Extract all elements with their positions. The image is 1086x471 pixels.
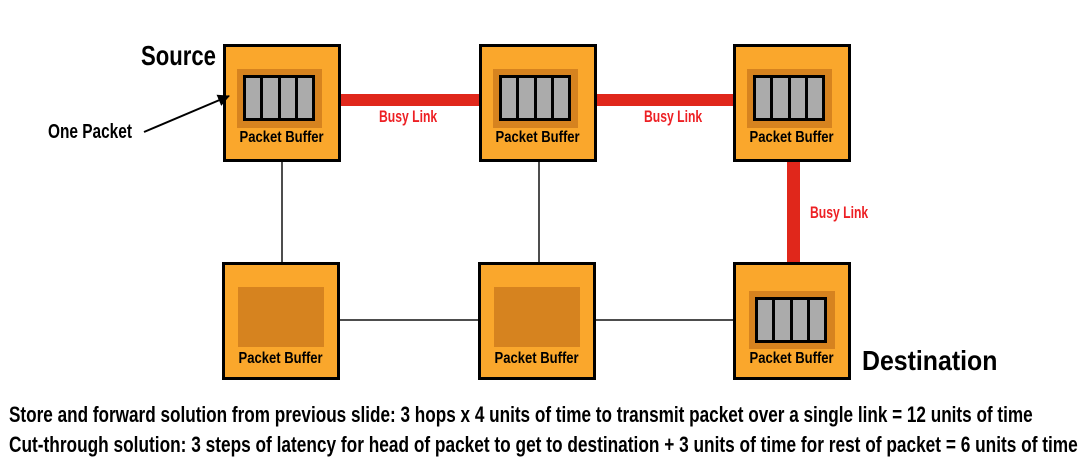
packet-buffer	[749, 291, 835, 349]
packet-slot	[519, 78, 534, 118]
busy-link-bar-topleft-topmiddle	[339, 94, 481, 106]
packet-slot	[280, 78, 295, 118]
packet-slots	[499, 75, 571, 121]
packet-slot	[807, 78, 822, 118]
router-node-bottom-middle: Packet Buffer	[478, 262, 596, 380]
packet-slot	[553, 78, 568, 118]
caption-cut-through: Cut-through solution: 3 steps of latency…	[9, 432, 1078, 457]
router-node-top-right: Packet Buffer	[733, 44, 851, 162]
idle-link-line-topmiddle-bottommiddle	[538, 162, 540, 263]
packet-slot	[773, 78, 788, 118]
source-label: Source	[141, 40, 216, 71]
idle-link-line-bottommiddle-bottomright	[595, 319, 734, 321]
packet-slot	[792, 300, 807, 340]
one-packet-label: One Packet	[48, 121, 132, 143]
packet-slot	[263, 78, 278, 118]
idle-link-line-bottomleft-bottommiddle	[340, 319, 479, 321]
packet-buffer	[747, 69, 832, 128]
packet-slot	[756, 78, 771, 118]
destination-label: Destination	[862, 345, 998, 376]
packet-buffer-label: Packet Buffer	[749, 129, 835, 146]
packet-buffer-empty	[494, 287, 580, 347]
packet-slots	[243, 75, 315, 121]
packet-slot	[246, 78, 261, 118]
router-node-bottom-right-destination: Packet Buffer	[733, 262, 851, 380]
packet-slot	[758, 300, 773, 340]
packet-buffer-empty	[238, 287, 324, 347]
packet-slots	[753, 75, 825, 121]
packet-slot	[790, 78, 805, 118]
busy-link-bar-topmiddle-topright	[595, 94, 735, 106]
packet-buffer-label: Packet Buffer	[494, 350, 580, 367]
busy-link-label-2: Busy Link	[644, 107, 703, 126]
router-node-bottom-left: Packet Buffer	[222, 262, 340, 380]
packet-slot	[536, 78, 551, 118]
packet-slot	[502, 78, 517, 118]
busy-link-bar-topright-bottomright	[787, 161, 800, 264]
idle-link-line-topleft-bottomleft	[281, 162, 283, 263]
packet-slots	[755, 297, 827, 343]
packet-buffer	[493, 69, 578, 128]
packet-slot	[809, 300, 824, 340]
router-node-top-middle: Packet Buffer	[479, 44, 597, 162]
busy-link-label-1: Busy Link	[379, 107, 438, 126]
packet-buffer-label: Packet Buffer	[239, 129, 325, 146]
busy-link-label-3: Busy Link	[810, 203, 869, 222]
packet-buffer-label: Packet Buffer	[495, 129, 581, 146]
router-node-top-left-source: Packet Buffer	[223, 44, 341, 162]
caption-store-and-forward: Store and forward solution from previous…	[9, 402, 1033, 427]
packet-buffer-label: Packet Buffer	[749, 350, 835, 367]
packet-buffer	[237, 69, 322, 128]
packet-slot	[775, 300, 790, 340]
packet-slot	[297, 78, 312, 118]
packet-buffer-label: Packet Buffer	[238, 350, 324, 367]
